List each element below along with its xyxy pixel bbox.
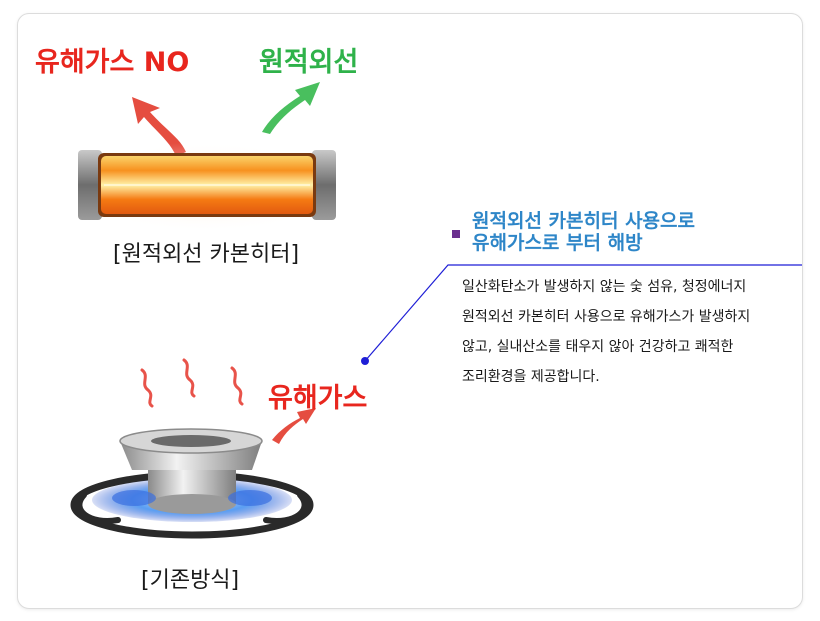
- heat-wave-icon: [140, 358, 244, 408]
- info-body-line: 조리환경을 제공합니다.: [462, 369, 600, 385]
- red-arrow-small-icon: [272, 408, 316, 444]
- harmful-gas-label: 유해가스: [268, 383, 368, 414]
- info-title-line1: 원적외선 카본히터 사용으로: [472, 210, 695, 232]
- carbon-heater-image: [67, 142, 347, 232]
- info-body-line: 않고, 실내산소를 태우지 않아 건강하고 쾌적한: [462, 339, 734, 355]
- heater-caption: [원적외선 카본히터]: [113, 242, 300, 267]
- gas-burner-image: [70, 428, 314, 539]
- burner-caption: [기존방식]: [141, 568, 240, 593]
- info-body-line: 일산화탄소가 발생하지 않는 숯 섬유, 청정에너지: [462, 279, 747, 295]
- info-body-line: 원적외선 카본히터 사용으로 유해가스가 발생하지: [462, 309, 751, 325]
- harmful-gas-no-label: 유해가스 NO: [35, 47, 190, 78]
- connector-line: [361, 264, 802, 365]
- info-title: 원적외선 카본히터 사용으로 유해가스로 부터 해방: [472, 210, 695, 254]
- green-arrow-icon: [262, 82, 320, 134]
- bullet-icon: [452, 230, 460, 238]
- info-body: 일산화탄소가 발생하지 않는 숯 섬유, 청정에너지 원적외선 카본히터 사용으…: [462, 272, 750, 392]
- far-infrared-label: 원적외선: [259, 47, 359, 78]
- info-title-line2: 유해가스로 부터 해방: [472, 232, 643, 254]
- red-arrow-icon: [132, 97, 186, 156]
